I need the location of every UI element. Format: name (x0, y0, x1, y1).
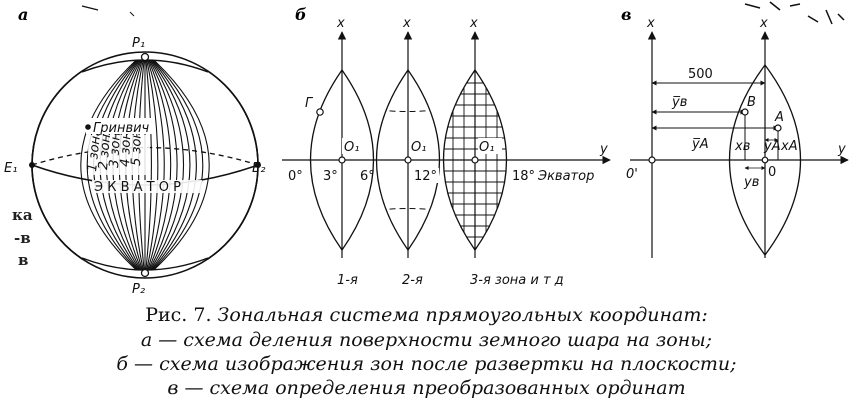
caption-line-4: в — схема определения преобразованных ор… (167, 377, 686, 399)
panel-b: б x x x y O₁ O₁ O₁ Г (282, 5, 611, 288)
x-label-3: x (469, 16, 478, 31)
ya-small-label: yA (763, 139, 781, 154)
meridian-line (144, 52, 159, 278)
y-label-c: y (837, 142, 846, 157)
greenwich-dot (85, 124, 91, 130)
panel-b-letter: б (295, 5, 307, 24)
caption-title: Зональная система прямоугольных координа… (217, 304, 708, 326)
caption-line-2: а — схема деления поверхности земного ша… (140, 329, 713, 351)
dim-yb-label: y̅в (671, 95, 687, 110)
x-label-1: x (336, 16, 345, 31)
origin-label-2: O₁ (411, 140, 426, 155)
caption-line-1: Рис. 7. Зональная система прямоугольных … (0, 303, 853, 327)
meridian-line (144, 52, 178, 278)
meridian-line (144, 52, 152, 278)
meridian-line (144, 52, 204, 278)
deg-3: 3° (323, 169, 338, 184)
meridian-line (144, 52, 165, 278)
east-right-label: E₂ (252, 161, 265, 176)
meridian-line (80, 52, 146, 278)
meridian-line (86, 52, 146, 278)
deg-0: 0° (288, 169, 303, 184)
meridian-line (144, 52, 191, 278)
origin-label-c: 0 (768, 165, 776, 180)
point-a (774, 124, 782, 132)
point-a-label: A (774, 110, 784, 125)
deg-18: 18° (512, 169, 535, 184)
zone-lens-c (729, 63, 801, 257)
stray-mark-1: ка (12, 206, 33, 224)
gamma-point (316, 108, 324, 116)
equator-word: Экватор (537, 169, 594, 184)
panel-c: в x x y 500 y̅в y̅A B A xв yA xA (621, 5, 849, 258)
x-label-central: x (759, 16, 768, 31)
origin-label-1: O₁ (344, 140, 359, 155)
zone-1-label: 1-я (337, 273, 358, 288)
caption-lead: Рис. 7. (145, 304, 212, 326)
panel-a-letter: а (18, 5, 28, 24)
zone-2-lens (375, 68, 441, 252)
stray-mark-2: -в (14, 229, 31, 247)
east-left-label: E₁ (4, 161, 17, 176)
panel-c-letter: в (621, 5, 632, 24)
origin-prime-label: 0' (626, 167, 638, 182)
equator-dashed-arc (31, 146, 259, 166)
greenwich-label: Гринвич (93, 121, 150, 136)
point-b-label: B (747, 95, 756, 110)
x-label-left: x (646, 16, 655, 31)
zone-label-3: 3 зона (107, 124, 124, 168)
meridian-line (144, 52, 184, 278)
meridians (80, 52, 210, 278)
dim-500-label: 500 (688, 67, 713, 82)
deg-12: 12° (414, 169, 437, 184)
zone-3-label: 3-я зона и т д (470, 273, 564, 288)
zone-2-label: 2-я (402, 273, 423, 288)
dim-ya-label: y̅A (691, 137, 709, 152)
y-label-b: y (599, 142, 608, 157)
yb-small-label: yв (743, 175, 759, 190)
xb-label: xв (734, 139, 750, 154)
pole-bottom-label: P₂ (132, 282, 145, 295)
scan-artifacts (81, 1, 845, 25)
x-label-2: x (402, 16, 411, 31)
zone-label-2: 2 зона (96, 125, 115, 170)
equator-label: Э К В А Т О Р (94, 180, 181, 195)
deg-6: 6° (360, 169, 375, 184)
panel-a: а P₁ P₂ E₁ E₂ 1 зона 2 зона 3 зона (4, 5, 265, 295)
meridian-line (144, 52, 197, 278)
stray-mark-3: в (18, 251, 28, 269)
meridian-line (144, 52, 210, 278)
xa-label: xA (780, 139, 798, 154)
gamma-label: Г (305, 96, 314, 111)
pole-top-dot (140, 52, 150, 62)
caption-line-3: б — схема изображения зон после развертк… (116, 353, 737, 375)
origin-label-3: O₁ (479, 140, 494, 155)
figure-diagrams: а P₁ P₂ E₁ E₂ 1 зона 2 зона 3 зона (4, 1, 849, 295)
zone-label-1: 1 зона (85, 127, 104, 172)
pole-top-label: P₁ (132, 36, 145, 51)
pole-bottom-dot (140, 268, 150, 278)
meridian-line (144, 52, 172, 278)
zone-1-lens (309, 68, 375, 252)
